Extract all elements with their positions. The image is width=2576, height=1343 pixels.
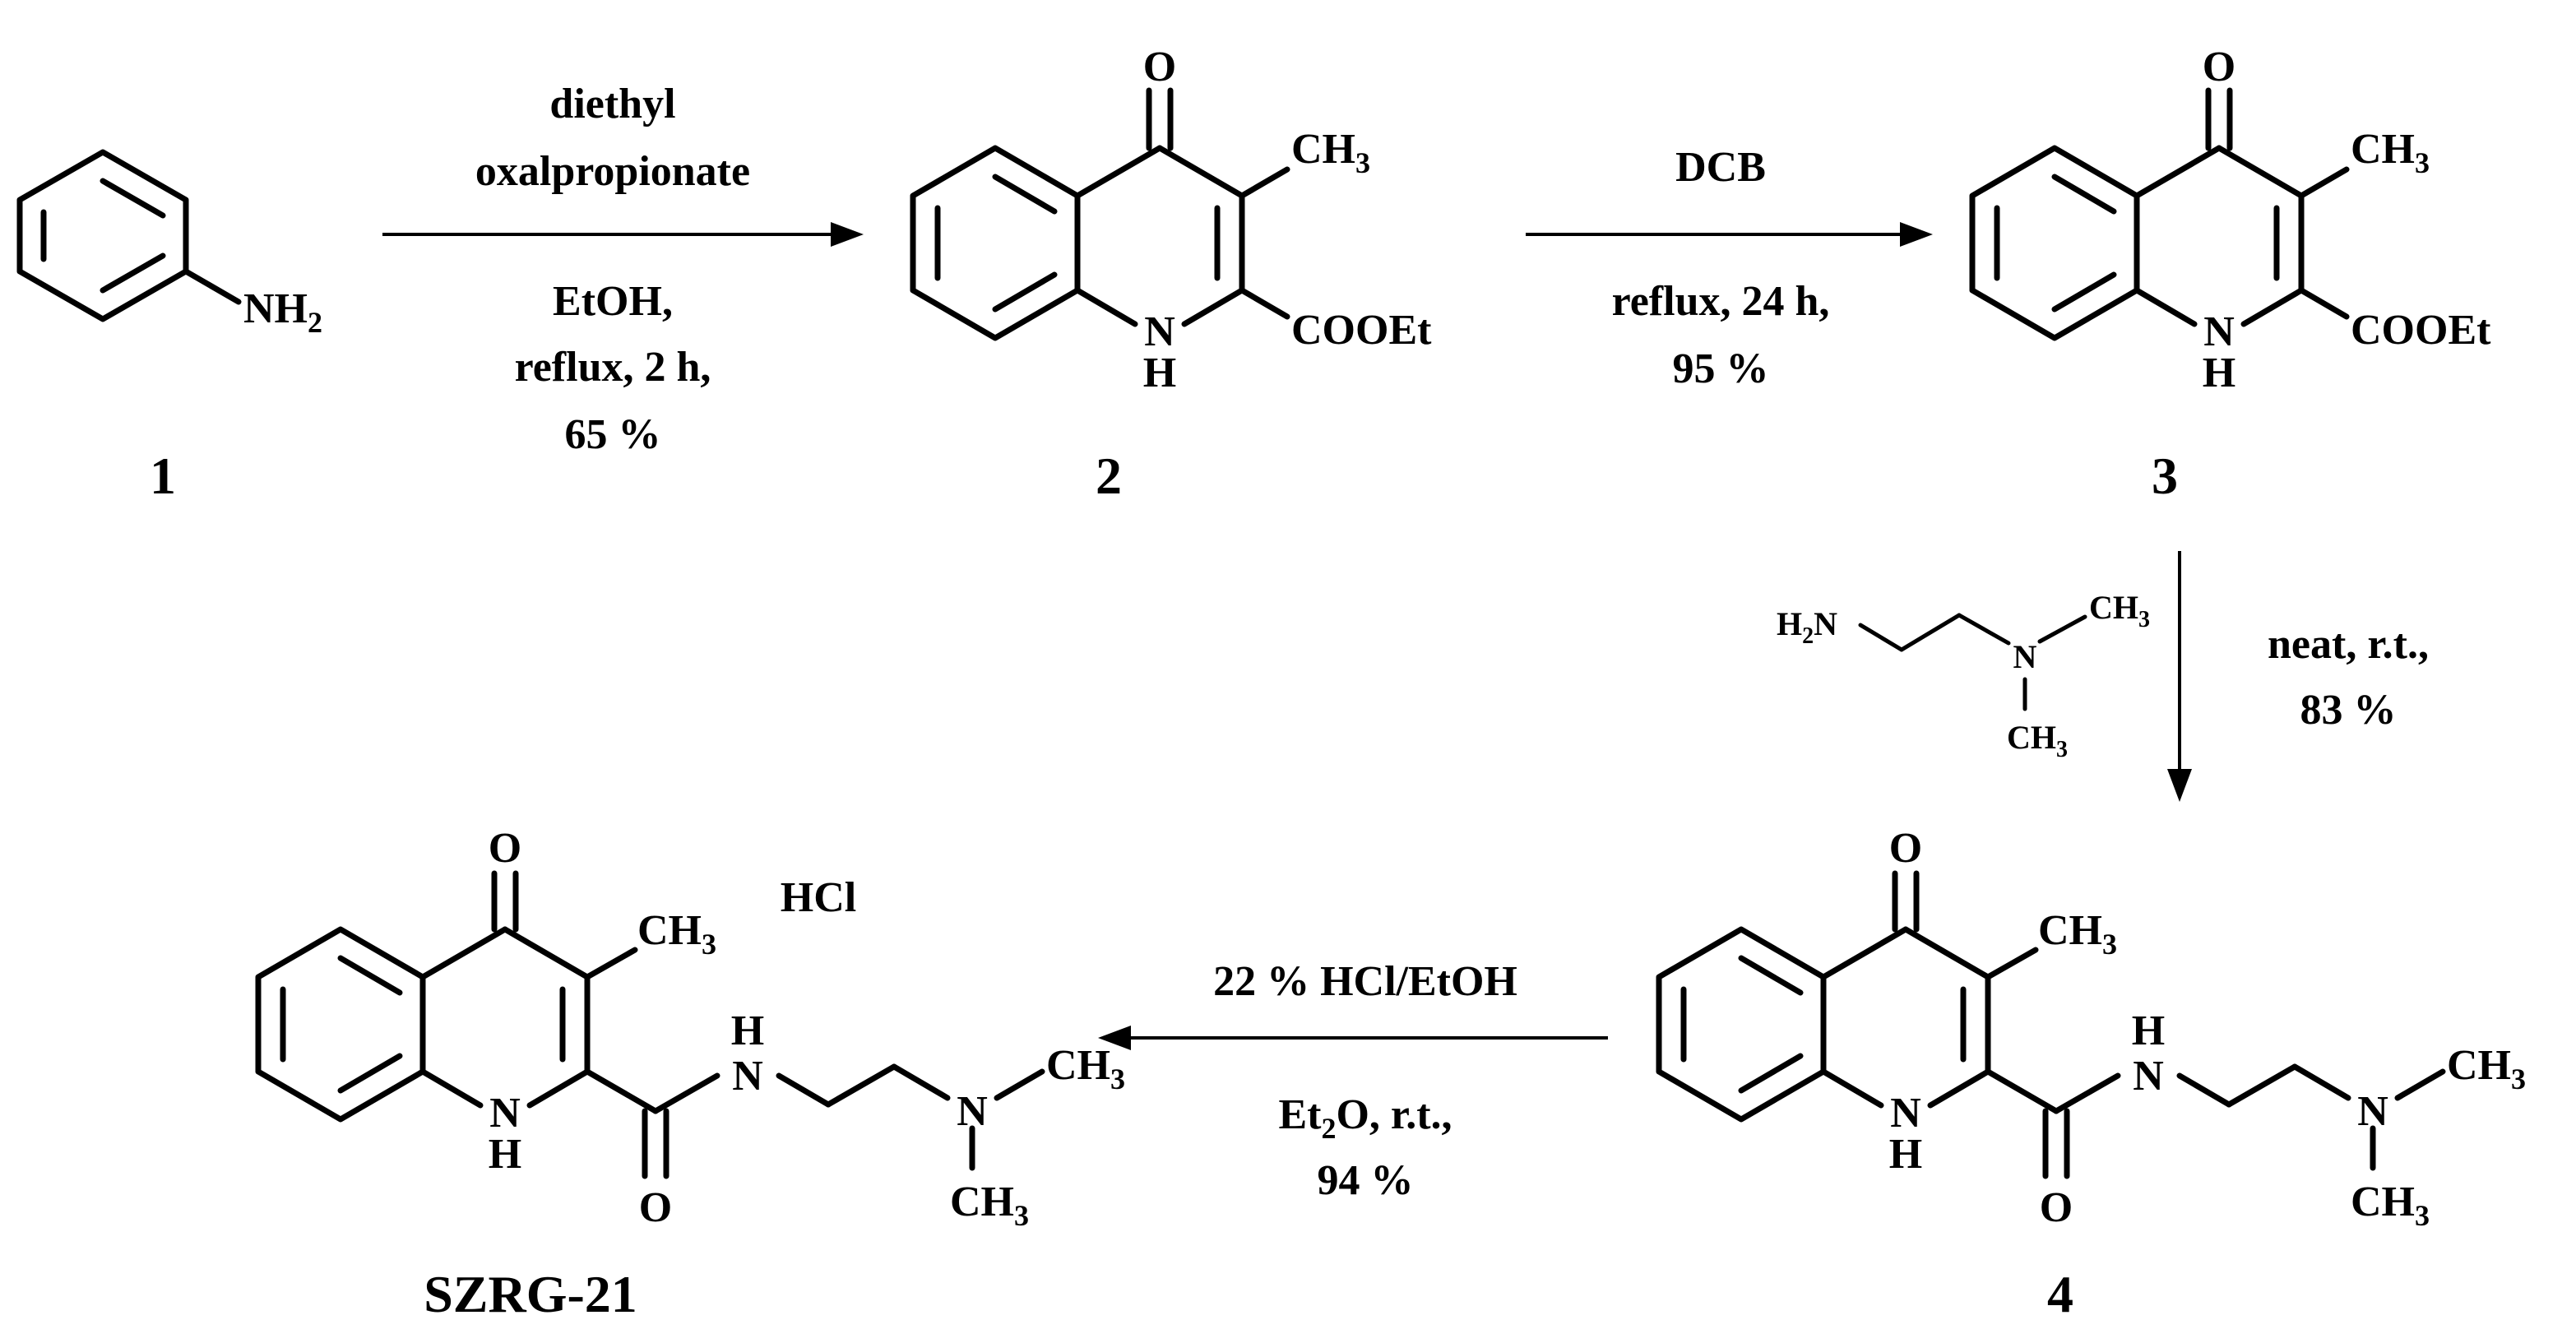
compound-3-ring-h: H (2203, 350, 2235, 396)
szrg-21-n-methyl-1: CH3 (1046, 1042, 1125, 1095)
amine-group-label: NH2 (243, 285, 322, 339)
compound-4-amide-h: H (2132, 1007, 2165, 1054)
compound-4-structure: O CH3 N H O H N N CH3 CH3 (1656, 825, 2526, 1232)
szrg-21-label: SZRG-21 (424, 1265, 637, 1323)
szrg-21-hcl-salt: HCl (781, 874, 856, 921)
compound-3-structure: O CH3 N H COOEt (1969, 44, 2491, 396)
compound-4-amide-n: N (2133, 1053, 2164, 1100)
szrg-21-amine-n: N (957, 1088, 988, 1135)
step-1-yield: 65 % (565, 411, 661, 458)
compound-4-amine-n: N (2357, 1088, 2388, 1135)
compound-4: O CH3 N H O H N N CH3 CH3 4 (1656, 825, 2526, 1323)
step-1-reagent-line-2: oxalpropionate (475, 148, 750, 195)
step-3-arrowhead (2167, 769, 2192, 802)
compound-3-carbonyl-o: O (2203, 44, 2235, 90)
szrg-21-carbonyl-o: O (489, 825, 521, 872)
step-2-arrowhead (1900, 222, 1933, 247)
compound-2-ester: COOEt (1291, 307, 1432, 354)
szrg-21-ring-h: H (489, 1131, 521, 1178)
step-4-yield: 94 % (1318, 1157, 1414, 1204)
compound-2-methyl: CH3 (1291, 126, 1370, 179)
step-3-yield: 83 % (2300, 687, 2397, 734)
step-2-yield: 95 % (1673, 345, 1769, 392)
compound-4-carbonyl-o: O (1889, 825, 1922, 872)
compound-2: O CH3 N H COOEt 2 (910, 44, 1432, 505)
reagent-tertiary-n: N (2013, 638, 2037, 675)
compound-2-ring-n: N (1144, 308, 1175, 355)
szrg-21-ring-n: N (489, 1090, 521, 1137)
compound-3-label: 3 (2152, 447, 2178, 505)
compound-4-label: 4 (2047, 1265, 2073, 1323)
compound-2-ring-h: H (1143, 350, 1176, 396)
step-2-condition: reflux, 24 h, (1612, 278, 1830, 325)
step-1: diethyl oxalpropionate EtOH, reflux, 2 h… (382, 81, 864, 458)
step-1-condition-line-1: EtOH, (553, 278, 673, 325)
szrg-21-amide-n: N (732, 1053, 763, 1100)
step-2: DCB reflux, 24 h, 95 % (1526, 144, 1933, 392)
compound-4-ring-n: N (1890, 1090, 1921, 1137)
compound-1: NH2 1 (16, 149, 322, 505)
compound-1-label: 1 (150, 447, 176, 505)
compound-3-ester: COOEt (2351, 307, 2491, 354)
step-4-condition: Et2O, r.t., (1278, 1091, 1452, 1145)
compound-szrg-21: O CH3 N H O H N N CH3 CH3 HCl SZRG-21 (255, 825, 1125, 1323)
compound-1-structure: NH2 (16, 149, 322, 339)
szrg-21-n-methyl-2: CH3 (950, 1179, 1029, 1232)
compound-3-methyl: CH3 (2351, 126, 2430, 179)
step-4: 22 % HCl/EtOH Et2O, r.t., 94 % (1098, 958, 1608, 1204)
step-2-reagent: DCB (1675, 144, 1766, 191)
compound-2-carbonyl-o: O (1143, 44, 1176, 90)
reagent-methyl-2: CH3 (2007, 719, 2068, 762)
compound-3: O CH3 N H COOEt 3 (1969, 44, 2491, 505)
reagent-diamine: H2N N CH3 CH3 (1777, 589, 2150, 762)
compound-2-label: 2 (1096, 447, 1122, 505)
compound-2-structure: O CH3 N H COOEt (910, 44, 1432, 396)
szrg-21-methyl: CH3 (637, 907, 716, 961)
reagent-methyl-1: CH3 (2089, 589, 2150, 632)
compound-4-amide-o: O (2040, 1184, 2073, 1231)
step-1-reagent-line-1: diethyl (549, 81, 675, 127)
compound-4-n-methyl-2: CH3 (2351, 1179, 2430, 1232)
compound-4-n-methyl-1: CH3 (2447, 1042, 2526, 1095)
compound-szrg-21-structure: O CH3 N H O H N N CH3 CH3 (255, 825, 1125, 1232)
step-4-reagent: 22 % HCl/EtOH (1213, 958, 1517, 1005)
compound-3-ring-n: N (2203, 308, 2235, 355)
step-1-condition-line-2: reflux, 2 h, (515, 344, 711, 391)
compound-4-ring-h: H (1889, 1131, 1922, 1178)
szrg-21-amide-o: O (639, 1184, 672, 1231)
compound-4-methyl: CH3 (2038, 907, 2117, 961)
step-1-arrowhead (831, 222, 864, 247)
step-4-arrowhead (1098, 1026, 1131, 1050)
step-3: H2N N CH3 CH3 neat, r.t., 83 % (1777, 551, 2429, 802)
step-3-condition: neat, r.t., (2268, 621, 2429, 668)
reagent-amine-label: H2N (1777, 605, 1837, 649)
szrg-21-amide-h: H (731, 1007, 764, 1054)
